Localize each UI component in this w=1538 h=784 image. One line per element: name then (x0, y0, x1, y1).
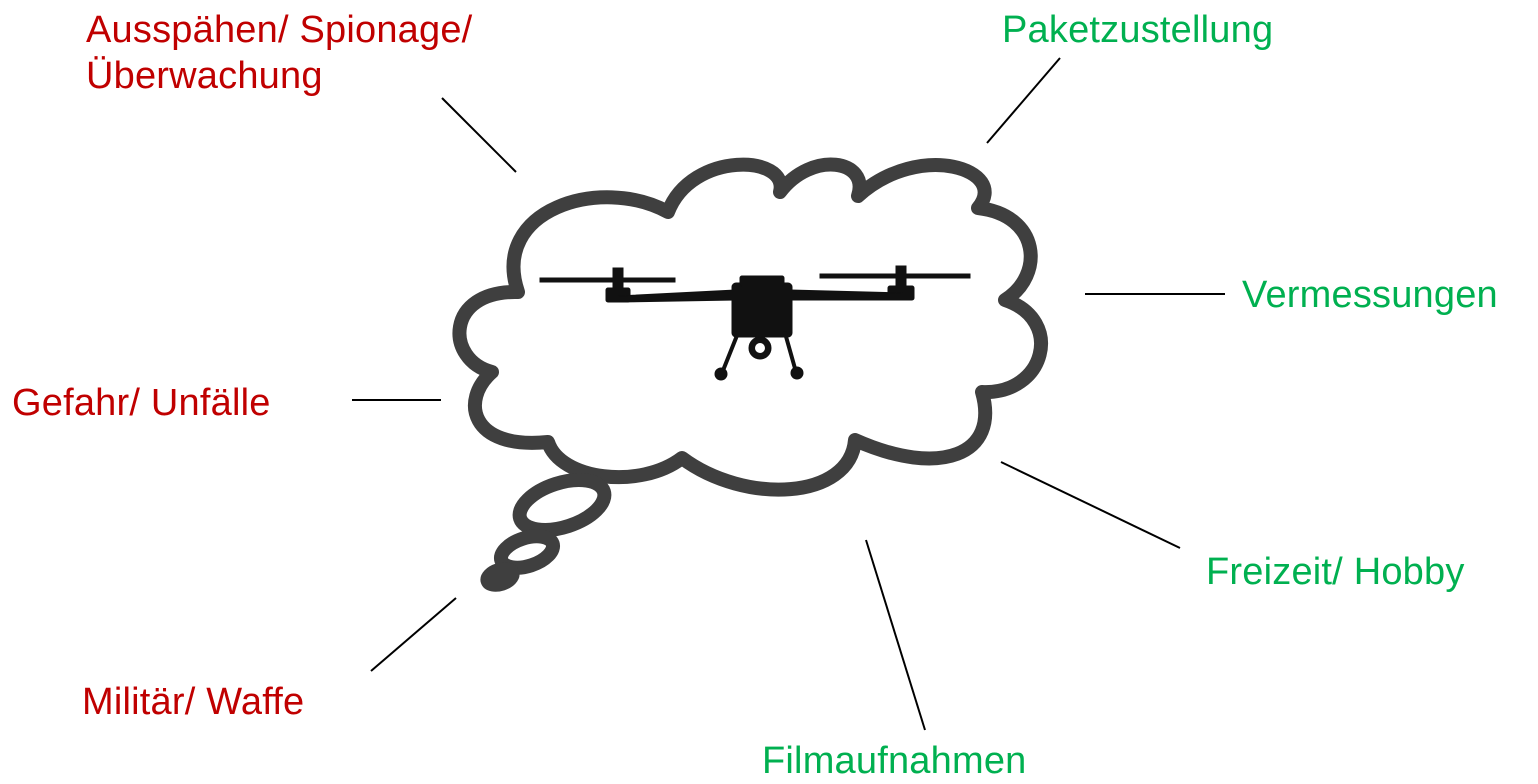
rotor-left (539, 277, 676, 283)
label-spionage-line2: Überwachung (86, 55, 323, 97)
label-paketzustellung: Paketzustellung (1002, 9, 1274, 51)
label-spionage-line1: Ausspähen/ Spionage/ (86, 9, 473, 51)
arm-right (789, 289, 904, 301)
drone-camera-lens (755, 343, 765, 353)
label-freizeit: Freizeit/ Hobby (1206, 551, 1465, 593)
drone-top (739, 275, 785, 287)
foot-left (714, 367, 728, 381)
connector-militaer (370, 597, 457, 672)
cloud-outline (452, 157, 1048, 497)
connector-filmaufnahmen (865, 539, 926, 731)
connector-paketzustellung (986, 57, 1061, 144)
thought-bubble-medium (493, 529, 561, 575)
connector-spionage (441, 97, 517, 173)
foot-right (790, 366, 804, 380)
thought-cloud-icon (452, 157, 1048, 592)
leg-right (783, 331, 798, 374)
label-gefahr: Gefahr/ Unfälle (12, 382, 271, 424)
label-militaer: Militär/ Waffe (82, 681, 305, 723)
rotor-right (819, 273, 971, 279)
label-spionage: Ausspähen/ Spionage/ Überwachung (86, 7, 472, 99)
connector-freizeit (1000, 461, 1181, 549)
drone-body (731, 282, 793, 338)
thought-bubble-small (480, 562, 520, 592)
quadcopter-drone-icon (539, 265, 971, 381)
thought-bubble-large (512, 473, 612, 537)
connector-lines (352, 57, 1225, 731)
label-vermessungen: Vermessungen (1242, 274, 1498, 316)
arm-left (617, 289, 736, 303)
leg-left (720, 331, 740, 375)
label-filmaufnahmen: Filmaufnahmen (762, 740, 1027, 782)
